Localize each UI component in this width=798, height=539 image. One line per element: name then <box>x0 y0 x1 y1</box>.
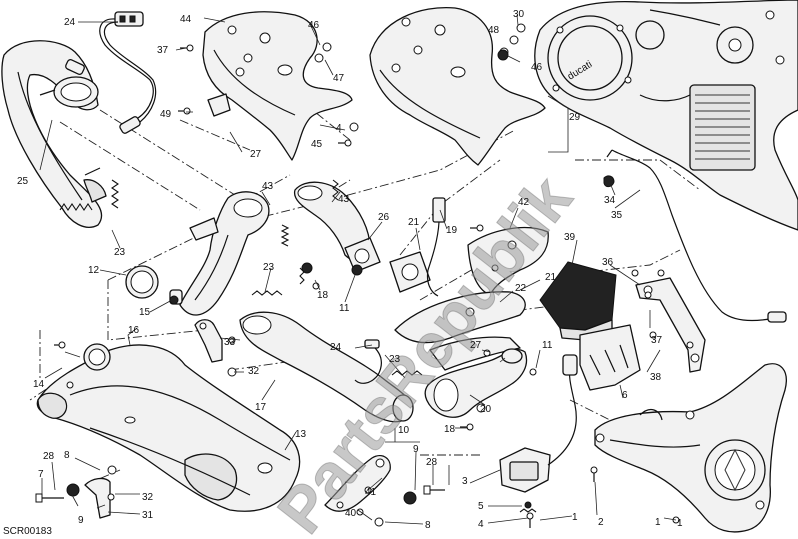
cover-6 <box>579 324 641 391</box>
callout-label: 29 <box>569 112 581 123</box>
header-pipe-17 <box>239 311 414 423</box>
callout-label: 9 <box>78 515 84 526</box>
heat-shield-42 <box>467 226 549 296</box>
drawing-code: SCR00183 <box>3 526 52 537</box>
bracket-39 <box>539 261 617 341</box>
callout-label: 14 <box>33 379 45 390</box>
callout-label: 38 <box>650 372 662 383</box>
callout-label: 12 <box>88 265 100 276</box>
heat-shield-29 <box>369 6 546 166</box>
subframe <box>594 363 787 533</box>
callout-label: 23 <box>263 262 275 273</box>
callout-label: 22 <box>515 283 527 294</box>
callout-labels: 1 2 1 1 3 4 4 5 6 7 8 8 9 9 10 11 11 12 … <box>17 9 683 531</box>
callout-label: 15 <box>139 307 151 318</box>
callout-label: 41 <box>365 487 377 498</box>
fasteners <box>35 23 694 528</box>
callout-label: 27 <box>250 149 262 160</box>
callout-label: 37 <box>651 335 663 346</box>
silencer-13 <box>36 344 301 512</box>
bracket-33 <box>194 319 223 363</box>
bracket-10 <box>324 455 391 512</box>
callout-label: 32 <box>248 366 260 377</box>
callout-label: 32 <box>142 492 154 503</box>
lambda-sensor-24 <box>99 11 157 134</box>
callout-label: 7 <box>38 469 44 480</box>
collector-20 <box>424 348 528 418</box>
engine-case: ducati <box>534 0 798 231</box>
callout-label: 2 <box>598 517 604 528</box>
callout-label: 16 <box>128 325 140 336</box>
callout-label: 28 <box>43 451 55 462</box>
callout-label: 26 <box>378 212 390 223</box>
callout-label: 35 <box>611 210 623 221</box>
callout-label: 43 <box>262 181 274 192</box>
callout-label: 10 <box>398 425 410 436</box>
callout-label: 47 <box>333 73 345 84</box>
callout-label: 27 <box>470 340 482 351</box>
callout-label: 1 <box>677 518 683 529</box>
callout-label: 8 <box>64 450 70 461</box>
callout-label: 20 <box>480 404 492 415</box>
callout-label: 23 <box>389 354 401 365</box>
callout-label: 46 <box>308 20 320 31</box>
callout-label: 37 <box>157 45 169 56</box>
callout-label: 45 <box>311 139 323 150</box>
callout-label: 5 <box>478 501 484 512</box>
callout-label: 11 <box>542 340 553 351</box>
cable-35 <box>606 149 787 323</box>
flange-26 <box>344 237 431 293</box>
callout-label: 3 <box>462 476 468 487</box>
callout-label: 8 <box>425 520 431 531</box>
callout-label: 11 <box>339 303 350 314</box>
gasket-12 <box>125 265 159 299</box>
heat-shield-22 <box>394 291 526 344</box>
callout-label: 1 <box>655 517 661 528</box>
callout-label: 1 <box>572 512 578 523</box>
callout-label: 23 <box>114 247 126 258</box>
callout-label: 34 <box>604 195 616 206</box>
header-pipe-25 <box>1 40 107 228</box>
callout-label: 33 <box>224 337 236 348</box>
callout-label: 44 <box>180 14 192 25</box>
callout-label: 18 <box>317 290 329 301</box>
callout-label: 17 <box>255 402 267 413</box>
callout-label: 6 <box>622 390 628 401</box>
callout-label: 30 <box>513 9 525 20</box>
clip-34 <box>603 175 615 188</box>
gasket-8 <box>83 343 111 371</box>
callout-label: 24 <box>330 342 342 353</box>
header-pipe-43 <box>179 191 270 316</box>
callout-label: 25 <box>17 176 29 187</box>
callout-label: 4 <box>478 519 484 530</box>
callout-label: 9 <box>413 444 419 455</box>
control-unit-3 <box>499 354 578 493</box>
callout-label: 39 <box>564 232 576 243</box>
callout-label: 24 <box>64 17 76 28</box>
callout-label: 46 <box>531 62 543 73</box>
callout-label: 40 <box>345 508 357 519</box>
springs <box>59 179 537 513</box>
bracket-38 <box>635 277 706 373</box>
callout-label: 48 <box>488 25 500 36</box>
callout-label: 18 <box>444 424 456 435</box>
callout-label: 28 <box>426 457 438 468</box>
bracket-31 <box>84 477 111 519</box>
callout-label: 36 <box>602 257 614 268</box>
callout-label: 49 <box>160 109 172 120</box>
callout-label: 13 <box>295 429 307 440</box>
callout-label: 42 <box>518 197 530 208</box>
callout-label: 4 <box>336 123 342 134</box>
callout-label: 21 <box>408 217 420 228</box>
callout-label: 31 <box>142 510 154 521</box>
leader-lines <box>39 14 677 525</box>
heat-shield-44 <box>202 11 353 161</box>
callout-label: 19 <box>446 225 458 236</box>
heat-shield-21 <box>429 336 521 371</box>
callout-label: 21 <box>545 272 557 283</box>
callout-label: 43 <box>338 194 350 205</box>
